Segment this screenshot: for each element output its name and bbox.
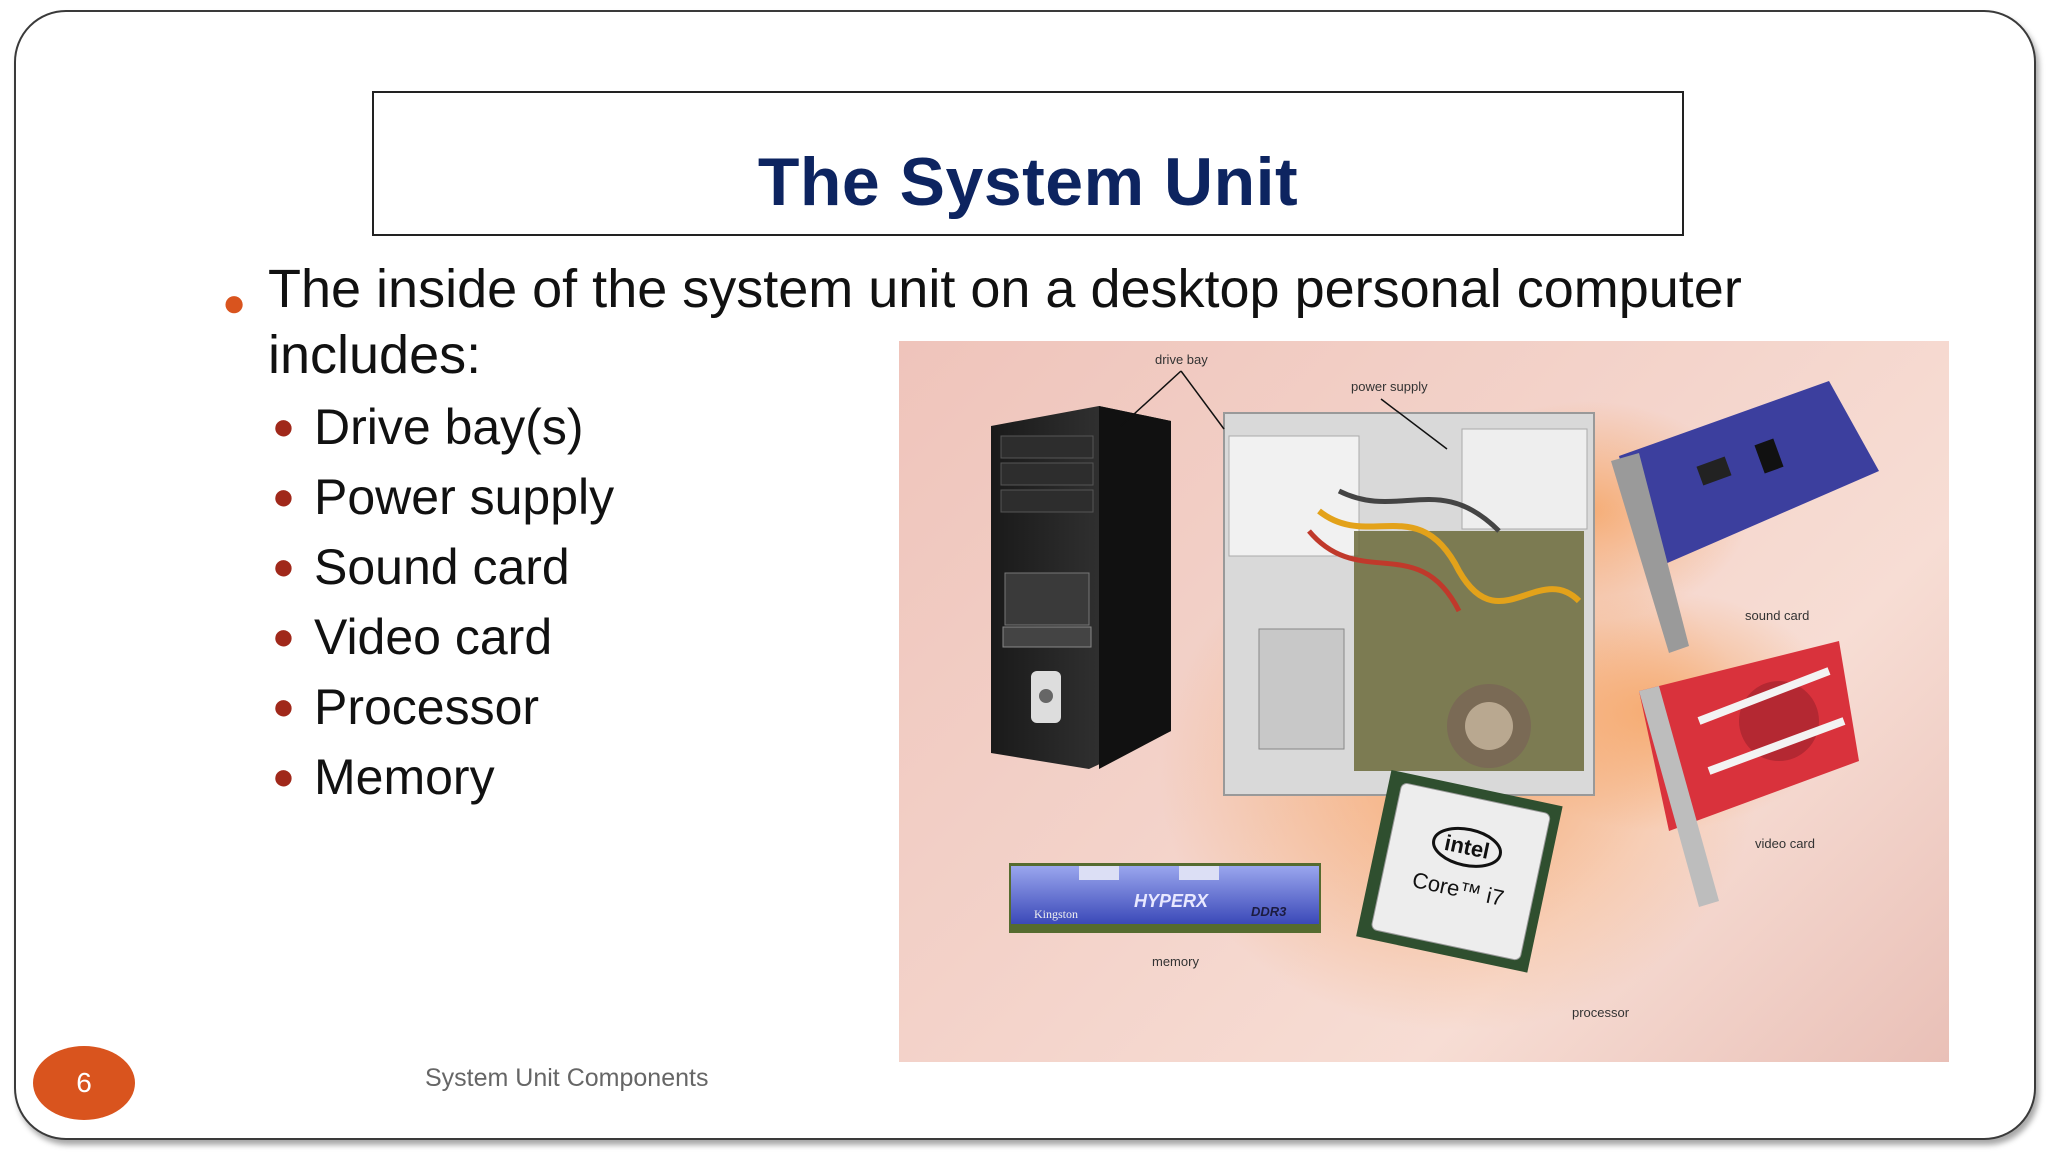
bullet-dot-icon: ● — [272, 686, 295, 728]
processor-image: intel Core™ i7 — [1356, 769, 1563, 973]
list-item-label: Video card — [314, 609, 553, 665]
bullet-dot-icon: ● — [272, 406, 295, 448]
bullet-dot-icon: ● — [272, 546, 295, 588]
list-item-label: Processor — [314, 679, 540, 735]
bullet-dot-icon: ● — [222, 281, 247, 325]
video-card-image — [1639, 641, 1859, 907]
list-item-label: Drive bay(s) — [314, 399, 584, 455]
system-unit-figure: Kingston HYPERX DDR3 intel Core™ i7 driv… — [899, 341, 1949, 1062]
ddr-label: DDR3 — [1251, 904, 1287, 919]
bullet-dot-icon: ● — [272, 756, 295, 798]
label-power-supply: power supply — [1351, 379, 1428, 394]
page-number-badge: 6 — [33, 1046, 135, 1120]
slide-title: The System Unit — [757, 144, 1299, 220]
tower-case-image — [991, 406, 1171, 769]
footer-text: System Unit Components — [425, 1064, 709, 1092]
list-item-label: Sound card — [314, 539, 570, 595]
page-number: 6 — [76, 1067, 92, 1098]
kingston-logo: Kingston — [1034, 907, 1078, 921]
label-sound-card: sound card — [1745, 608, 1809, 623]
label-video-card: video card — [1755, 836, 1815, 851]
label-memory: memory — [1152, 954, 1199, 969]
title-box: The System Unit — [372, 91, 1684, 236]
label-drive-bay: drive bay — [1155, 352, 1208, 367]
hyperx-logo: HYPERX — [1134, 891, 1209, 911]
label-processor: processor — [1572, 1005, 1630, 1020]
bullet-dot-icon: ● — [272, 476, 295, 518]
callout-lines — [1120, 370, 1448, 450]
list-item-label: Power supply — [314, 469, 615, 525]
memory-image: Kingston HYPERX DDR3 — [1009, 863, 1321, 933]
sound-card-image — [1611, 381, 1879, 653]
bullet-dot-icon: ● — [272, 616, 295, 658]
list-item-label: Memory — [314, 749, 495, 805]
open-case-image — [1223, 412, 1595, 796]
main-bullet-text: The inside of the system unit on a deskt… — [268, 259, 1742, 385]
